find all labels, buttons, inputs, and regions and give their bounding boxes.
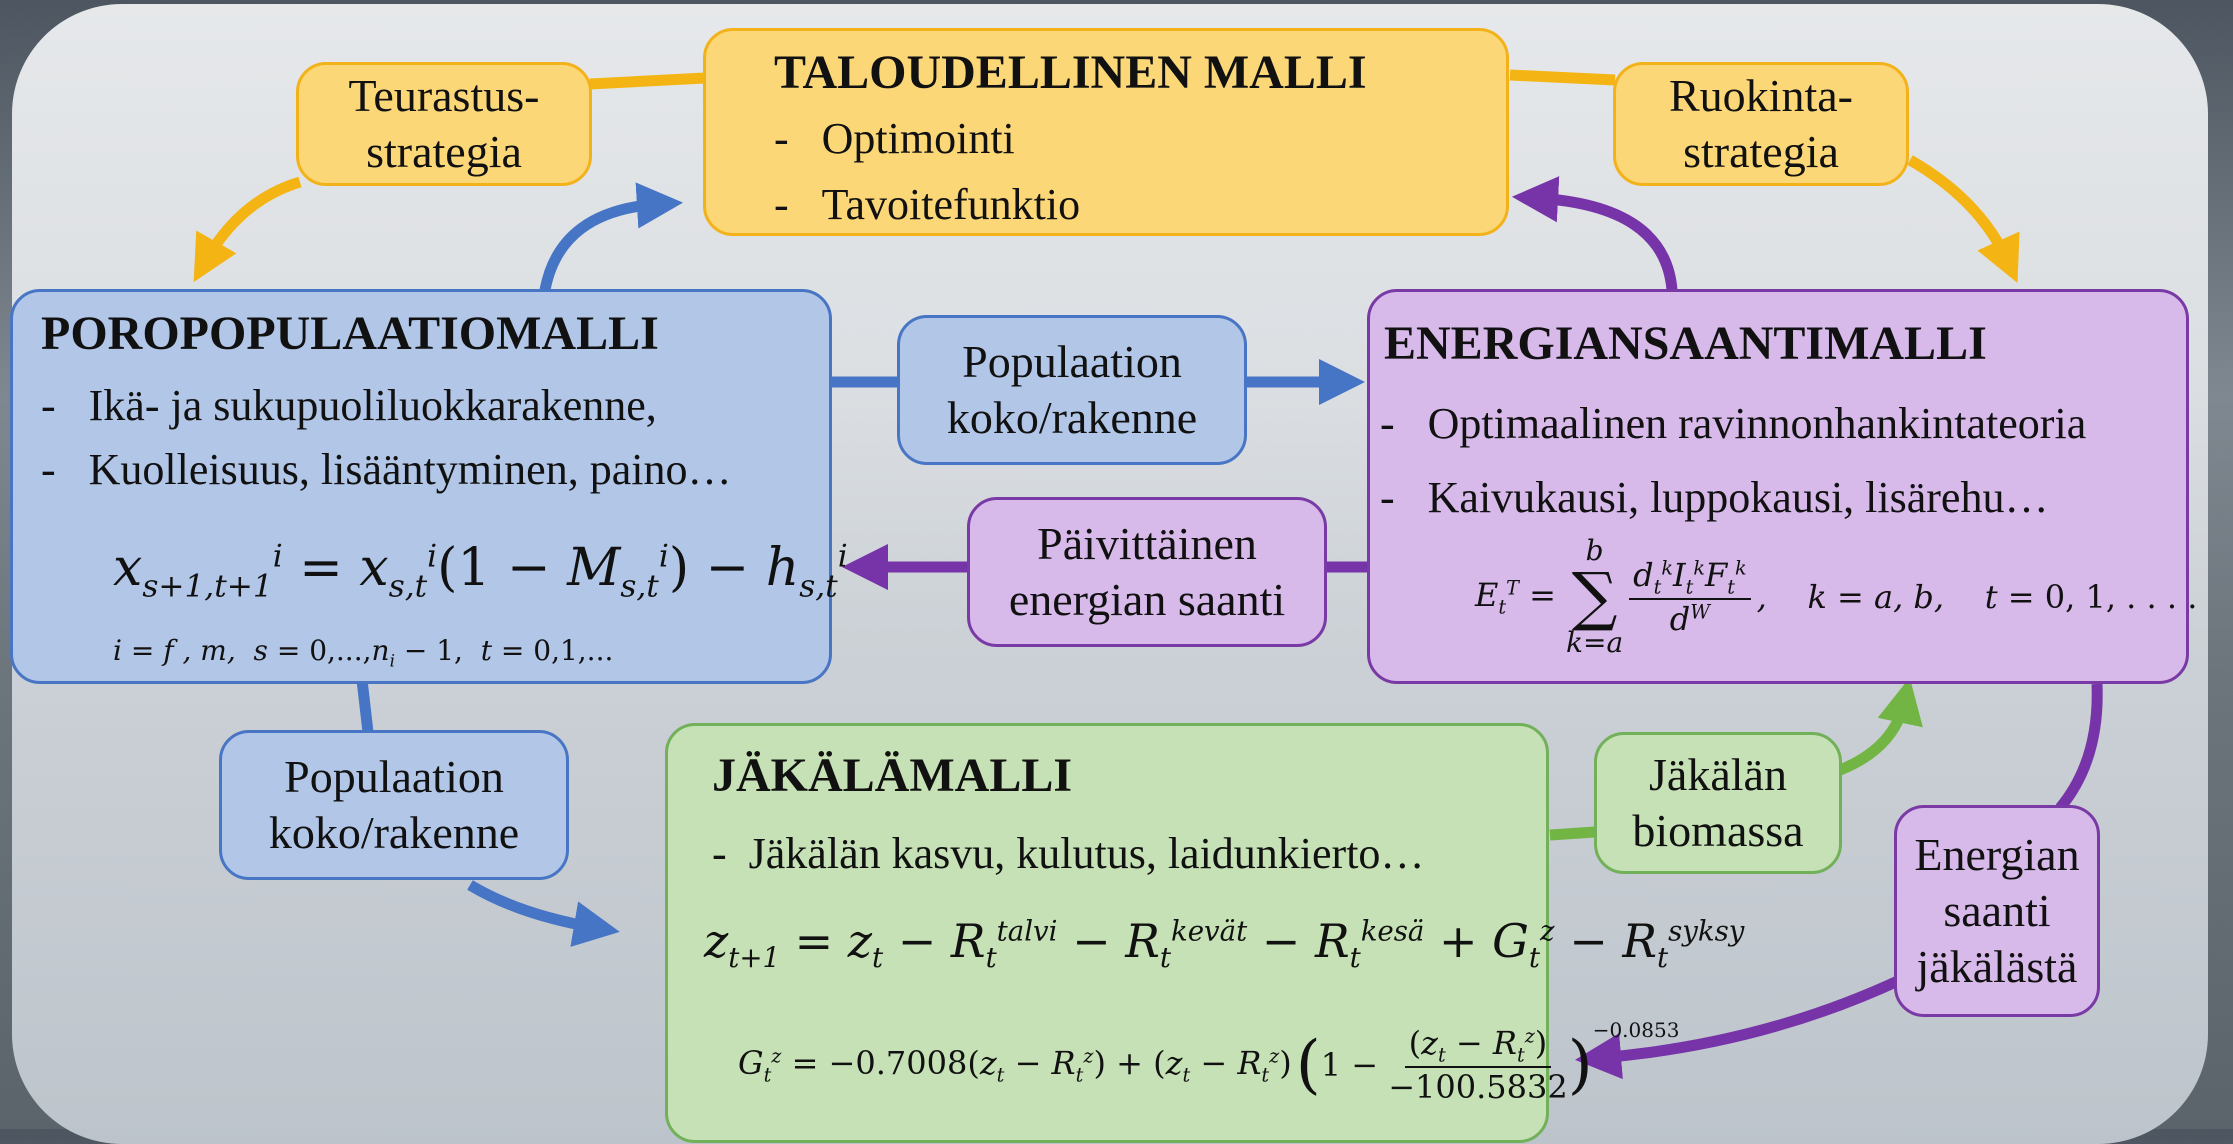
daily-energy-label: Päivittäinen energian saanti [967, 497, 1327, 647]
feeding-strategy-label: Ruokinta- strategia [1613, 62, 1909, 186]
population-size-label-bottom: Populaation koko/rakenne [219, 730, 569, 880]
energy-model-box: ENERGIANSAANTIMALLI - Optimaalinen ravin… [1367, 289, 2197, 684]
energy-model-title: ENERGIANSAANTIMALLI [1384, 317, 1987, 370]
economic-model-item: - Tavoitefunktio [774, 180, 1081, 229]
lichen-equation-1: zt+1 = zt − Rttalvi − Rtkevät − Rtkesä +… [704, 914, 1745, 975]
lichen-biomass-label: Jäkälän biomassa [1594, 732, 1842, 874]
energy-from-lichen-label: Energian saanti jäkälästä [1894, 805, 2100, 1017]
energy-model-item: - Optimaalinen ravinnonhankintateoria [1380, 399, 2087, 448]
economic-model-item: - Optimointi [774, 114, 1015, 163]
energy-equation: EtT = b∑k=a dtkItkFtk dW , k = a, b, t =… [1475, 534, 2198, 659]
lichen-model-title: JÄKÄLÄMALLI [712, 749, 1073, 802]
population-model-box: POROPOPULAATIOMALLI - Ikä- ja sukupuolil… [10, 289, 848, 684]
energy-model-item: - Kaivukausi, luppokausi, lisärehu… [1380, 473, 2049, 522]
economic-model-box: TALOUDELLINEN MALLI - Optimointi - Tavoi… [703, 28, 1509, 236]
slaughter-strategy-label: Teurastus- strategia [296, 62, 592, 186]
population-size-label-top: Populaation koko/rakenne [897, 315, 1247, 465]
lichen-model-box: JÄKÄLÄMALLI - Jäkälän kasvu, kulutus, la… [665, 723, 1744, 1143]
population-model-item: - Ikä- ja sukupuoliluokkarakenne, [41, 381, 657, 430]
population-model-title: POROPOPULAATIOMALLI [41, 307, 659, 360]
population-model-item: - Kuolleisuus, lisääntyminen, paino… [41, 445, 732, 494]
lichen-model-item: - Jäkälän kasvu, kulutus, laidunkierto… [712, 829, 1425, 878]
population-equation: xs+1,t+1i = xs,ti(1 − Ms,ti) − hs,ti [113, 538, 848, 605]
lichen-equation-2: Gtz = −0.7008(zt − Rtz) + (zt − Rtz) ( 1… [738, 1018, 1680, 1107]
economic-model-title: TALOUDELLINEN MALLI [774, 46, 1367, 99]
population-equation-condition: i = f , m, s = 0,...,ni − 1, t = 0,1,... [113, 634, 614, 671]
